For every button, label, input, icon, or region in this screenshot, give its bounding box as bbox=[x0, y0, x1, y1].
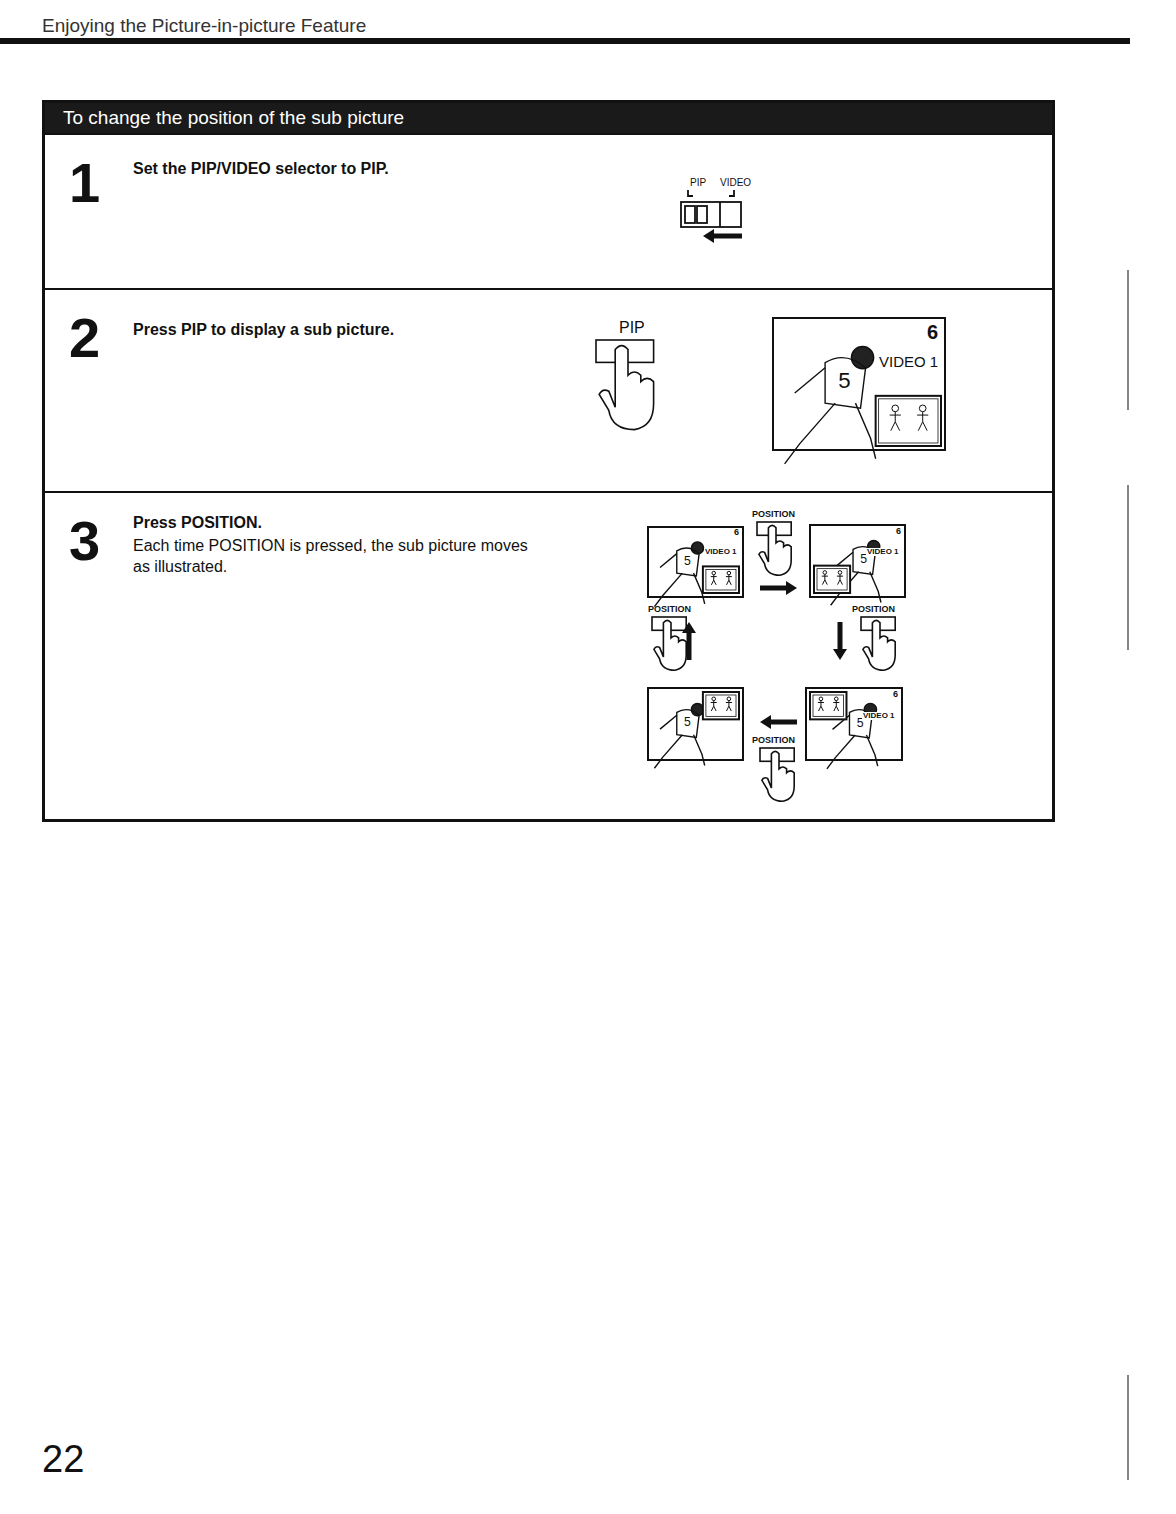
switch-label: PIP bbox=[690, 178, 706, 188]
move-arrow bbox=[682, 622, 696, 660]
svg-text:5: 5 bbox=[684, 715, 691, 729]
move-arrow bbox=[703, 229, 742, 243]
step-instruction: Press PIP to display a sub picture. bbox=[133, 320, 553, 340]
move-arrow bbox=[833, 622, 847, 660]
step-row: 2 Press PIP to display a sub picture. bbox=[45, 288, 1052, 491]
input-label: VIDEO 1 bbox=[878, 354, 939, 369]
input-label: VIDEO 1 bbox=[866, 548, 900, 556]
button-label: POSITION bbox=[752, 510, 795, 519]
margin-mark bbox=[1127, 270, 1128, 410]
hand-press bbox=[760, 748, 794, 801]
switch-label: VIDEO bbox=[720, 178, 751, 188]
svg-text:5: 5 bbox=[684, 554, 691, 568]
move-arrow bbox=[760, 581, 797, 595]
hand-press bbox=[861, 617, 895, 670]
margin-mark bbox=[1127, 485, 1128, 650]
button-label: PIP bbox=[619, 320, 645, 336]
tv-screen: 5 bbox=[773, 318, 945, 464]
svg-text:5: 5 bbox=[838, 368, 850, 393]
tv-screen: 5 bbox=[806, 688, 902, 769]
tv-screen: 5 bbox=[648, 688, 743, 768]
page-heading: Enjoying the Picture-in-picture Feature bbox=[42, 16, 366, 35]
step-row: 1 Set the PIP/VIDEO selector to PIP. bbox=[45, 133, 1052, 288]
channel-number: 6 bbox=[733, 528, 740, 537]
tv-screen: 5 bbox=[648, 527, 743, 607]
input-label: VIDEO 1 bbox=[862, 712, 896, 720]
button-label: POSITION bbox=[648, 605, 691, 614]
step-instruction: Set the PIP/VIDEO selector to PIP. bbox=[133, 159, 553, 179]
step-number: 3 bbox=[69, 513, 100, 569]
section-header: To change the position of the sub pictur… bbox=[45, 103, 1052, 133]
step-note: Each time POSITION is pressed, the sub p… bbox=[133, 535, 533, 577]
input-label: VIDEO 1 bbox=[704, 548, 738, 556]
channel-number: 6 bbox=[892, 690, 899, 699]
step-number: 1 bbox=[69, 155, 100, 211]
step-number: 2 bbox=[69, 310, 100, 366]
page-number: 22 bbox=[42, 1440, 84, 1478]
hand-press bbox=[652, 617, 686, 670]
channel-number: 6 bbox=[895, 527, 902, 536]
move-arrow bbox=[760, 715, 797, 729]
pip-video-switch bbox=[681, 190, 741, 227]
button-label: POSITION bbox=[852, 605, 895, 614]
step-row: 3 Press POSITION.Each time POSITION is pr… bbox=[45, 491, 1052, 819]
hand-press bbox=[596, 340, 654, 430]
instruction-panel: To change the position of the sub pictur… bbox=[42, 100, 1055, 822]
hand-press bbox=[757, 522, 791, 575]
button-label: POSITION bbox=[752, 736, 795, 745]
channel-number: 6 bbox=[926, 322, 939, 342]
step-instruction: Press POSITION. bbox=[133, 513, 553, 533]
margin-mark bbox=[1127, 1375, 1128, 1480]
header-rule bbox=[0, 38, 1130, 44]
tv-screen: 5 bbox=[810, 525, 905, 605]
